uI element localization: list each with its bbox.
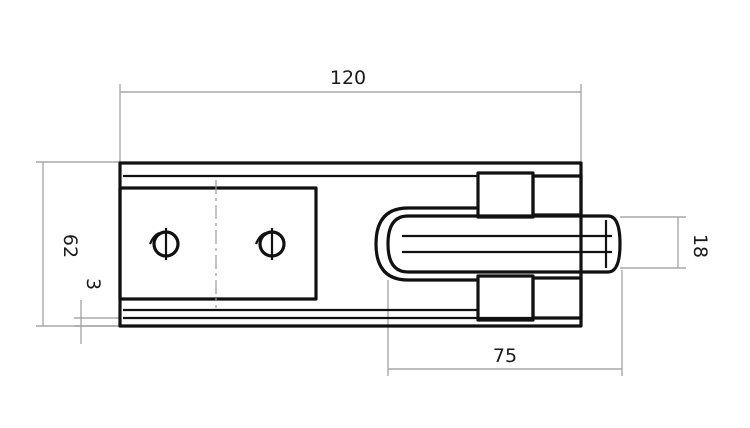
- dimension-label-18: 18: [689, 234, 711, 258]
- dimension-label-62: 62: [59, 234, 81, 258]
- dimension-plate-thickness: 3: [74, 278, 120, 344]
- screw-left: [148, 228, 180, 260]
- dimension-label-3: 3: [82, 278, 104, 290]
- dimension-tab-length: 75: [387, 270, 623, 376]
- dimension-overall-height: 62: [36, 161, 120, 327]
- dimension-label-120: 120: [330, 67, 366, 89]
- clamp-plate: [118, 180, 318, 308]
- screw-right: [254, 228, 286, 260]
- dimension-label-75: 75: [493, 345, 517, 367]
- dimension-tab-height: 18: [620, 216, 711, 269]
- dimension-overall-length: 120: [119, 67, 582, 162]
- tab-fin: [374, 206, 622, 282]
- clevis-blocks: [476, 171, 583, 322]
